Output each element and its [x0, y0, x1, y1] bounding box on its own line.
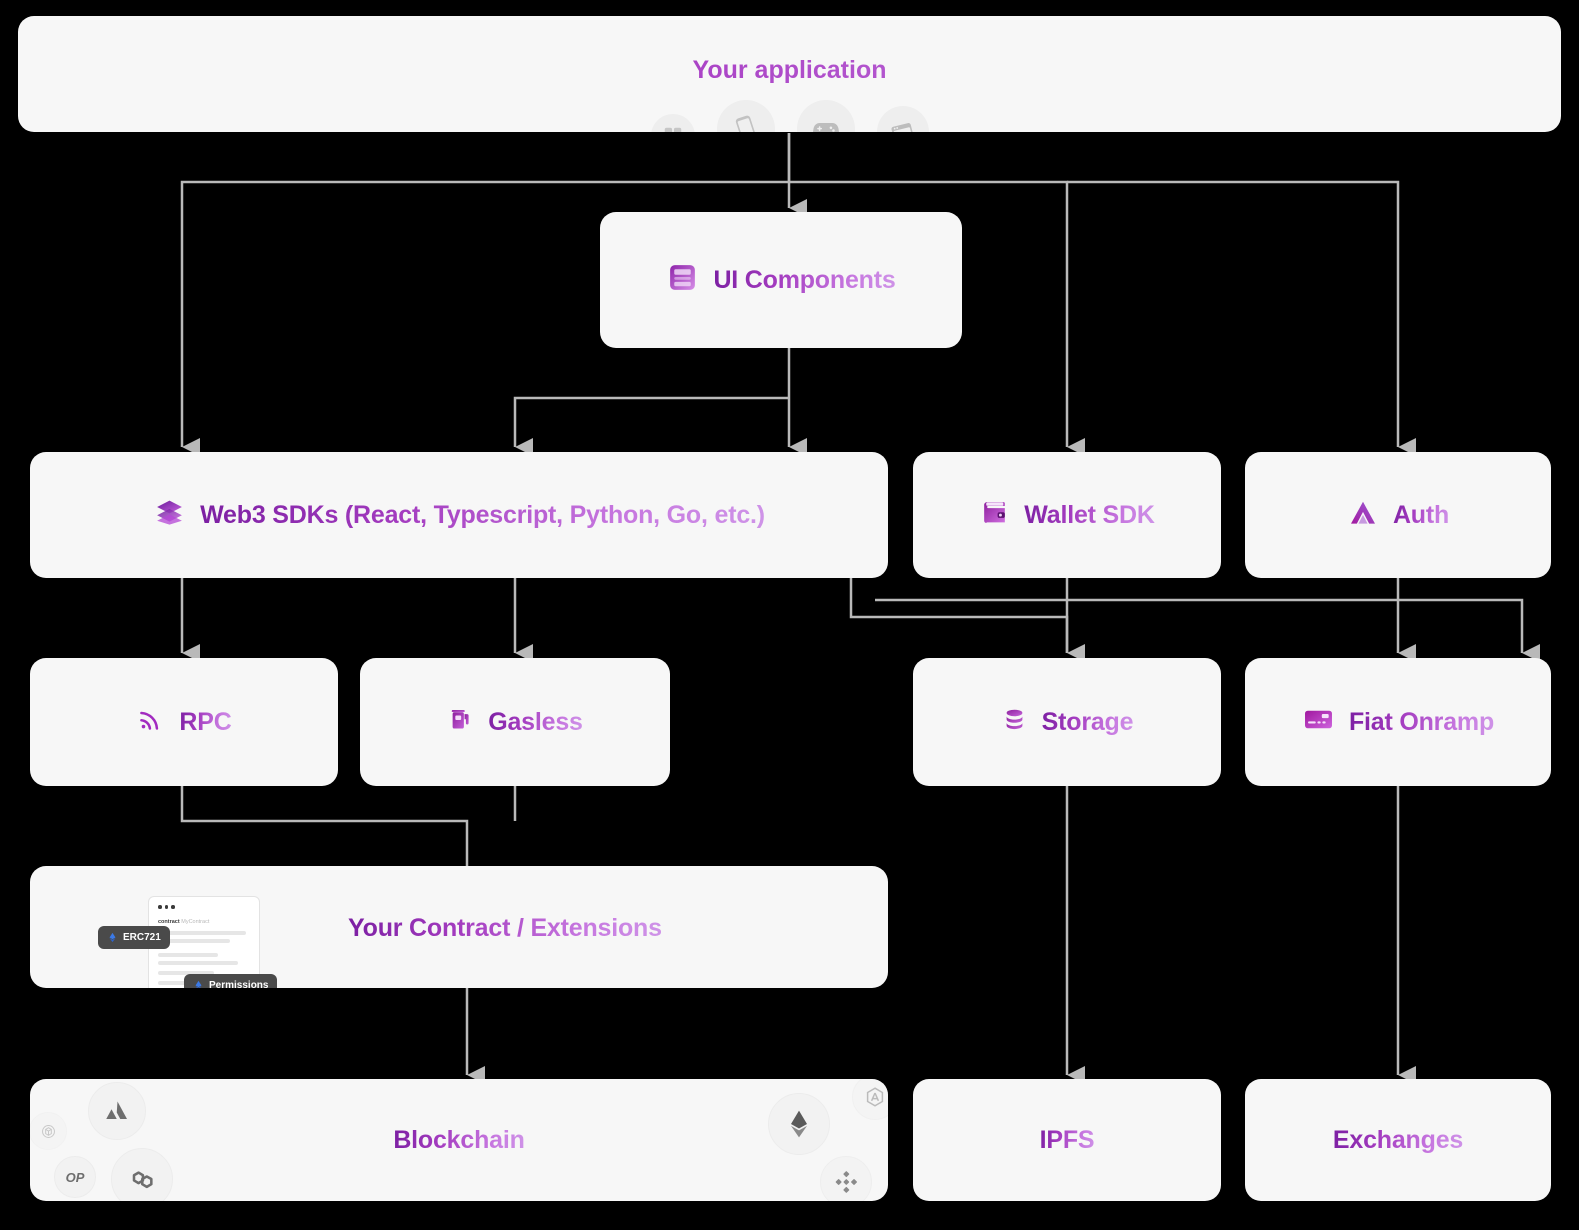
- ethereum-logo-icon: [768, 1093, 830, 1155]
- node-label: IPFS: [1039, 1125, 1095, 1154]
- node-your-application[interactable]: Your application: [18, 16, 1561, 132]
- wire-web3-to-fiat: [875, 598, 1540, 662]
- node-fiat-onramp[interactable]: Fiat Onramp: [1245, 658, 1551, 786]
- node-exchanges[interactable]: Exchanges: [1245, 1079, 1551, 1201]
- node-gasless[interactable]: Gasless: [360, 658, 670, 786]
- node-wallet-sdk[interactable]: Wallet SDK: [913, 452, 1221, 578]
- fantom-logo-icon: [30, 1112, 67, 1150]
- badge-erc721: ERC721: [98, 926, 170, 949]
- signal-broadcast-icon: [136, 705, 165, 739]
- wire-app-to-auth: [1067, 180, 1416, 456]
- polygon-logo-icon: [111, 1148, 173, 1201]
- database-icon: [1001, 706, 1028, 738]
- node-ipfs[interactable]: IPFS: [913, 1079, 1221, 1201]
- credit-card-icon: [1302, 703, 1335, 741]
- node-label: Blockchain: [393, 1125, 525, 1154]
- platform-icon-row: [18, 100, 1561, 132]
- ethereum-diamond-icon: [109, 932, 116, 943]
- wire-app-to-web3: [180, 133, 791, 456]
- mobile-phone-icon: [716, 100, 775, 132]
- browser-window-icon: [876, 106, 929, 132]
- badge-permissions: Permissions: [184, 974, 278, 988]
- node-label: Your Contract / Extensions: [348, 914, 662, 942]
- game-controller-icon: [796, 100, 855, 132]
- ui-panel-icon: [666, 261, 699, 299]
- fuel-pump-icon: [447, 706, 474, 738]
- auth-triangle-icon: [1347, 497, 1379, 534]
- page-title: Your application: [18, 56, 1561, 85]
- window-dots-icon: [158, 905, 175, 909]
- wire-web3-to-storage: [849, 572, 1085, 662]
- node-label: Storage: [1041, 707, 1134, 736]
- ethereum-diamond-icon: [195, 980, 202, 988]
- code-declaration: contract MyContract: [158, 919, 210, 925]
- contract-illustration: contract MyContract ERC721: [98, 892, 298, 988]
- node-label: UI Components: [713, 265, 896, 294]
- node-label: Wallet SDK: [1024, 500, 1155, 529]
- node-label: Exchanges: [1332, 1125, 1464, 1154]
- node-label: Gasless: [488, 707, 583, 736]
- binance-logo-icon: [820, 1156, 872, 1201]
- node-label: Fiat Onramp: [1348, 707, 1495, 736]
- avalanche-logo-icon: [88, 1082, 146, 1140]
- node-storage[interactable]: Storage: [913, 658, 1221, 786]
- apps-grid-icon: [650, 114, 695, 132]
- wire-rpc-to-contract: [180, 786, 485, 899]
- node-auth[interactable]: Auth: [1245, 452, 1551, 578]
- wire-ui-to-web3-left: [513, 396, 789, 456]
- node-label: Auth: [1392, 500, 1450, 529]
- wallet-icon: [979, 497, 1010, 533]
- layers-icon: [153, 496, 186, 534]
- node-blockchain[interactable]: Blockchain OP: [30, 1079, 888, 1201]
- arbitrum-logo-icon: [852, 1079, 888, 1120]
- node-web3-sdks[interactable]: Web3 SDKs (React, Typescript, Python, Go…: [30, 452, 888, 578]
- node-ui-components[interactable]: UI Components: [600, 212, 962, 348]
- node-label: Web3 SDKs (React, Typescript, Python, Go…: [200, 500, 765, 529]
- node-rpc[interactable]: RPC: [30, 658, 338, 786]
- optimism-logo-icon: OP: [54, 1156, 96, 1198]
- node-label: RPC: [179, 707, 232, 736]
- node-your-contract[interactable]: contract MyContract ERC721: [30, 866, 888, 988]
